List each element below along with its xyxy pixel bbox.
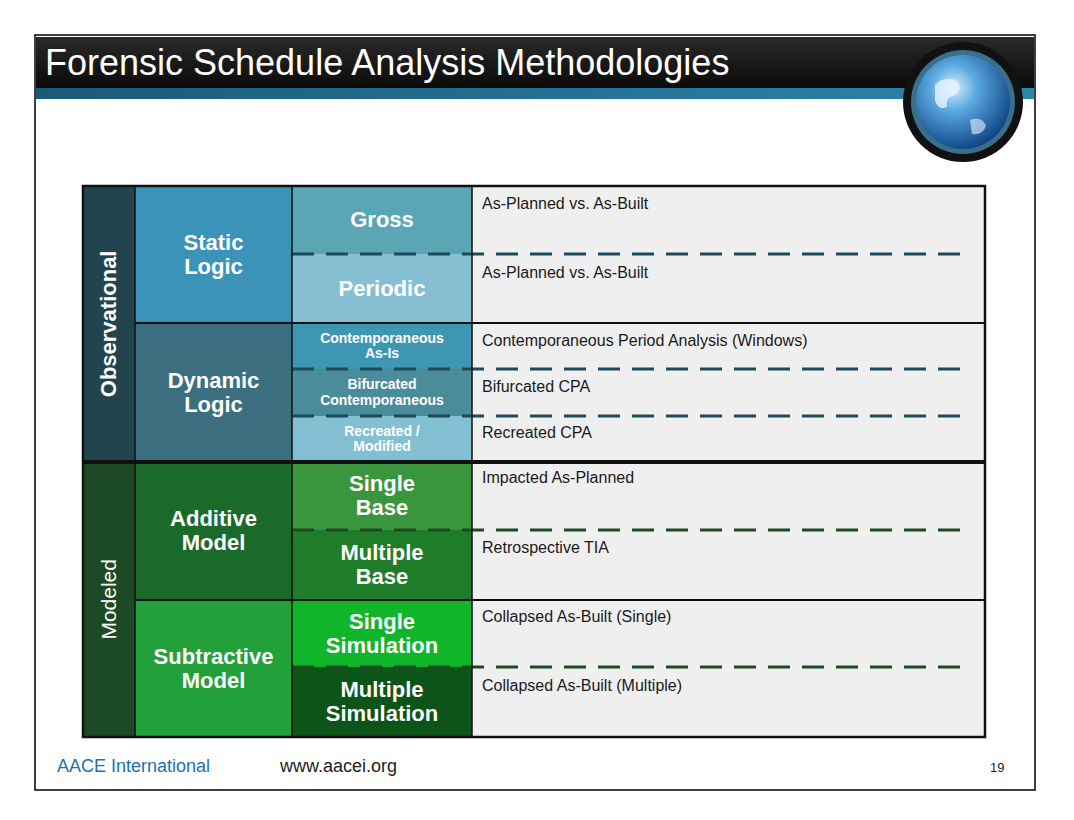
label-cell: Modeled bbox=[83, 462, 135, 737]
table-cell: Recreated CPA bbox=[482, 424, 592, 442]
band-label: Single Simulation bbox=[312, 610, 452, 658]
label-cell: Single Simulation bbox=[292, 600, 472, 667]
method-box: Gross bbox=[292, 186, 472, 254]
label-cell: Subtractive Model bbox=[135, 600, 292, 737]
band-label: Recreated / Modified bbox=[327, 424, 437, 454]
band-label: Static Logic bbox=[154, 231, 274, 279]
category-label: Modeled bbox=[98, 559, 121, 640]
table-cell: Collapsed As-Built (Single) bbox=[482, 608, 671, 626]
table-cell: As-Planned vs. As-Built bbox=[482, 195, 648, 213]
band-label: Periodic bbox=[339, 277, 426, 301]
category-band: Observational Static Logic GrossPeriodicDy… bbox=[83, 186, 472, 462]
table-cell: Bifurcated CPA bbox=[482, 378, 590, 396]
label-cell: Contemporaneous As-Is bbox=[292, 323, 472, 369]
band-label: Gross bbox=[350, 208, 414, 232]
table-cell: Impacted As-Planned bbox=[482, 469, 634, 487]
label-cell: Static Logic bbox=[135, 186, 292, 323]
label-cell: Gross bbox=[292, 186, 472, 254]
logic-band: Dynamic Logic Contemporaneous As-IsBifurc… bbox=[135, 323, 472, 462]
model-band: Subtractive Model Single SimulationMultip… bbox=[135, 600, 472, 737]
label-cell: Dynamic Logic bbox=[135, 323, 292, 462]
table-cell: As-Planned vs. As-Built bbox=[482, 264, 648, 282]
method-box: Periodic bbox=[292, 254, 472, 323]
method-box: Multiple Simulation bbox=[292, 667, 472, 737]
band-label: Single Base bbox=[327, 472, 437, 520]
logic-band: Static Logic GrossPeriodic bbox=[135, 186, 472, 323]
footer-org: AACE International bbox=[57, 756, 210, 777]
label-cell: Multiple Simulation bbox=[292, 667, 472, 737]
category-label: Observational bbox=[97, 251, 121, 398]
label-cell: Bifurcated Contemporaneous bbox=[292, 369, 472, 416]
label-cell: Multiple Base bbox=[292, 530, 472, 600]
table-cell: Retrospective TIA bbox=[482, 539, 609, 557]
method-box: Recreated / Modified bbox=[292, 416, 472, 462]
band-label: Multiple Simulation bbox=[312, 678, 452, 726]
band-label: Contemporaneous As-Is bbox=[312, 331, 452, 361]
band-label: Additive Model bbox=[154, 507, 274, 555]
band-label: Subtractive Model bbox=[139, 645, 289, 693]
method-box: Bifurcated Contemporaneous bbox=[292, 369, 472, 416]
label-cell: Additive Model bbox=[135, 462, 292, 600]
table-cell: Collapsed As-Built (Multiple) bbox=[482, 677, 682, 695]
page-number: 19 bbox=[990, 760, 1004, 775]
band-label: Multiple Base bbox=[327, 541, 437, 589]
method-box: Contemporaneous As-Is bbox=[292, 323, 472, 369]
category-band: Modeled Additive Model Single BaseMultiple… bbox=[83, 462, 472, 737]
method-box: Single Simulation bbox=[292, 600, 472, 667]
method-box: Single Base bbox=[292, 462, 472, 530]
method-box: Multiple Base bbox=[292, 530, 472, 600]
label-cell: Single Base bbox=[292, 462, 472, 530]
model-band: Additive Model Single BaseMultiple Base bbox=[135, 462, 472, 600]
band-label: Dynamic Logic bbox=[154, 369, 274, 417]
band-label: Bifurcated Contemporaneous bbox=[312, 377, 452, 407]
slide-title: Forensic Schedule Analysis Methodologies bbox=[45, 42, 729, 84]
label-cell: Observational bbox=[83, 186, 135, 462]
label-cell: Periodic bbox=[292, 254, 472, 323]
footer-url: www.aacei.org bbox=[280, 756, 397, 777]
table-cell: Contemporaneous Period Analysis (Windows… bbox=[482, 332, 807, 350]
label-cell: Recreated / Modified bbox=[292, 416, 472, 462]
